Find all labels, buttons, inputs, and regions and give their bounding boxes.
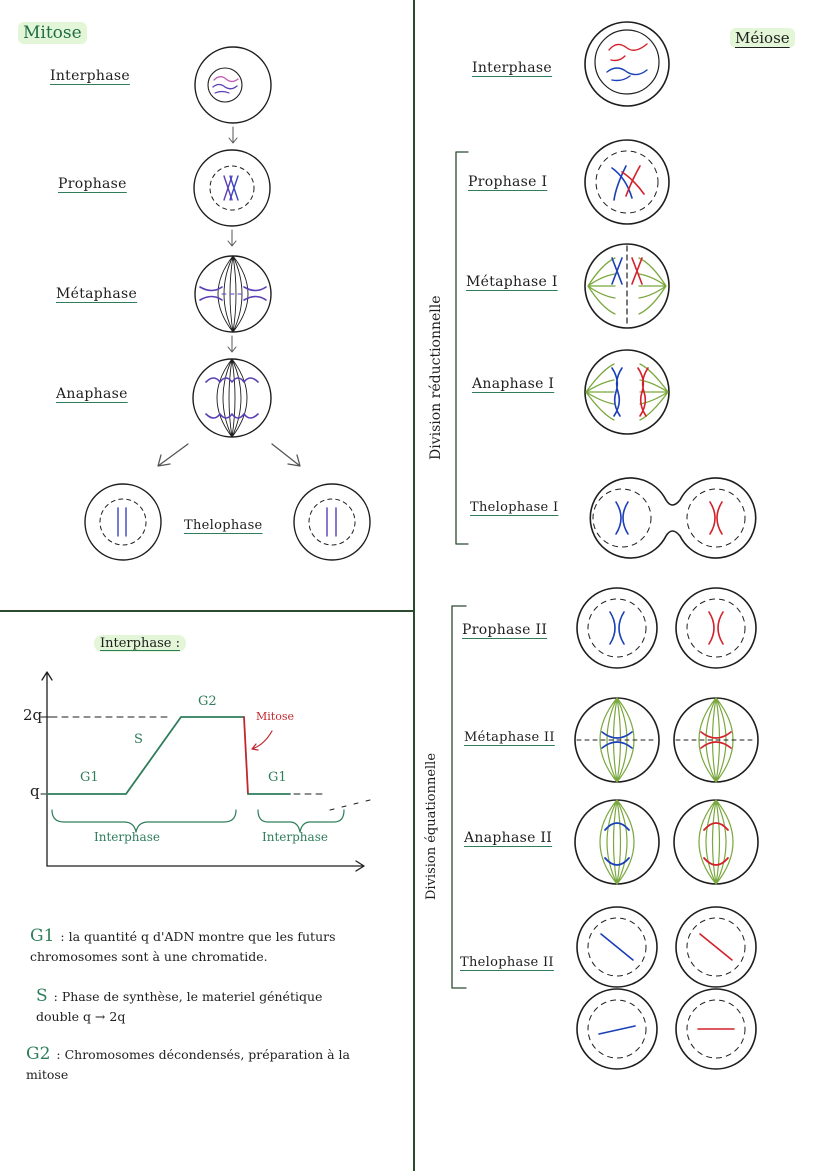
meiose-label-metaphase-2: Métaphase II xyxy=(464,730,555,745)
graph-y-label-q: q xyxy=(30,782,40,800)
graph-label-interphase-right: Interphase xyxy=(262,830,328,844)
graph-curve-mitose xyxy=(243,716,249,795)
bracket-division-1 xyxy=(455,151,469,545)
graph-brace-left xyxy=(51,809,237,833)
graph-label-interphase-left: Interphase xyxy=(94,830,160,844)
graph-curve-interphase xyxy=(46,716,245,795)
meiose-telophase-2-right-cells xyxy=(675,906,757,1070)
mitose-diagram xyxy=(84,46,371,561)
note-g2-text: : Chromosomes décondensés, préparation à… xyxy=(26,1047,350,1082)
graph-label-mitose: Mitose xyxy=(256,710,294,723)
mitose-anaphase-cell xyxy=(192,358,272,438)
note-g1-key: G1 xyxy=(30,926,55,946)
meiose-telophase-1-cells xyxy=(589,477,757,559)
meiose-interphase-cell xyxy=(584,21,670,107)
mitose-title: Mitose xyxy=(18,22,87,44)
graph-y-axis xyxy=(41,671,53,867)
meiose-anaphase-1-cell xyxy=(584,349,670,435)
meiose-label-telophase-1: Thelophase I xyxy=(470,500,559,515)
mitose-telophase-left-cell xyxy=(84,483,162,561)
dna-quantity-graph xyxy=(40,671,371,872)
mitose-label-anaphase: Anaphase xyxy=(56,386,128,402)
note-s: S: Phase de synthèse, le materiel généti… xyxy=(36,986,366,1027)
vertical-divider xyxy=(413,0,415,1171)
mitose-telophase-right-cell xyxy=(293,483,371,561)
graph-brace-right xyxy=(257,809,345,833)
graph-title: Interphase : xyxy=(94,635,186,652)
note-s-key: S xyxy=(36,986,48,1006)
meiose-label-metaphase-1: Métaphase I xyxy=(466,274,558,290)
meiose-label-prophase-1: Prophase I xyxy=(468,174,548,190)
mitose-interphase-cell xyxy=(194,46,272,124)
note-g1-text: : la quantité q d'ADN montre que les fut… xyxy=(30,929,336,964)
meiose-label-anaphase-1: Anaphase I xyxy=(472,376,555,392)
note-g1: G1: la quantité q d'ADN montre que les f… xyxy=(30,926,370,967)
meiose-title: Méiose xyxy=(730,28,795,48)
graph-x-axis xyxy=(46,860,365,872)
bracket-division-2 xyxy=(451,605,467,989)
mitose-metaphase-cell xyxy=(194,255,272,333)
meiose-label-telophase-2: Thelophase II xyxy=(460,955,554,970)
meiose-metaphase-2-cells xyxy=(574,697,759,783)
meiose-anaphase-2-cells xyxy=(574,799,759,885)
meiose-metaphase-1-cell xyxy=(584,243,670,329)
meiose-telophase-2-left-cells xyxy=(576,906,658,1070)
note-s-text: : Phase de synthèse, le materiel génétiq… xyxy=(36,989,323,1024)
note-g2: G2: Chromosomes décondensés, préparation… xyxy=(26,1044,386,1085)
meiose-prophase-1-cell xyxy=(584,139,670,225)
graph-label-g1-left: G1 xyxy=(80,770,99,785)
note-g2-key: G2 xyxy=(26,1044,51,1064)
meiose-prophase-2-cells xyxy=(576,587,757,669)
mitose-label-metaphase: Métaphase xyxy=(56,286,138,302)
graph-label-g2: G2 xyxy=(198,694,217,709)
mitose-label-telophase: Thelophase xyxy=(184,518,263,533)
meiose-label-interphase: Interphase xyxy=(472,60,552,76)
graph-label-s: S xyxy=(134,732,143,747)
meiose-label-prophase-2: Prophase II xyxy=(462,622,548,638)
mitose-label-interphase: Interphase xyxy=(50,68,130,84)
graph-y-label-2q: 2q xyxy=(23,706,43,724)
mitose-prophase-cell xyxy=(193,149,271,227)
graph-label-g1-right: G1 xyxy=(268,770,287,785)
horizontal-divider xyxy=(0,610,414,612)
mitose-label-prophase: Prophase xyxy=(58,176,127,192)
meiose-label-anaphase-2: Anaphase II xyxy=(464,830,553,846)
